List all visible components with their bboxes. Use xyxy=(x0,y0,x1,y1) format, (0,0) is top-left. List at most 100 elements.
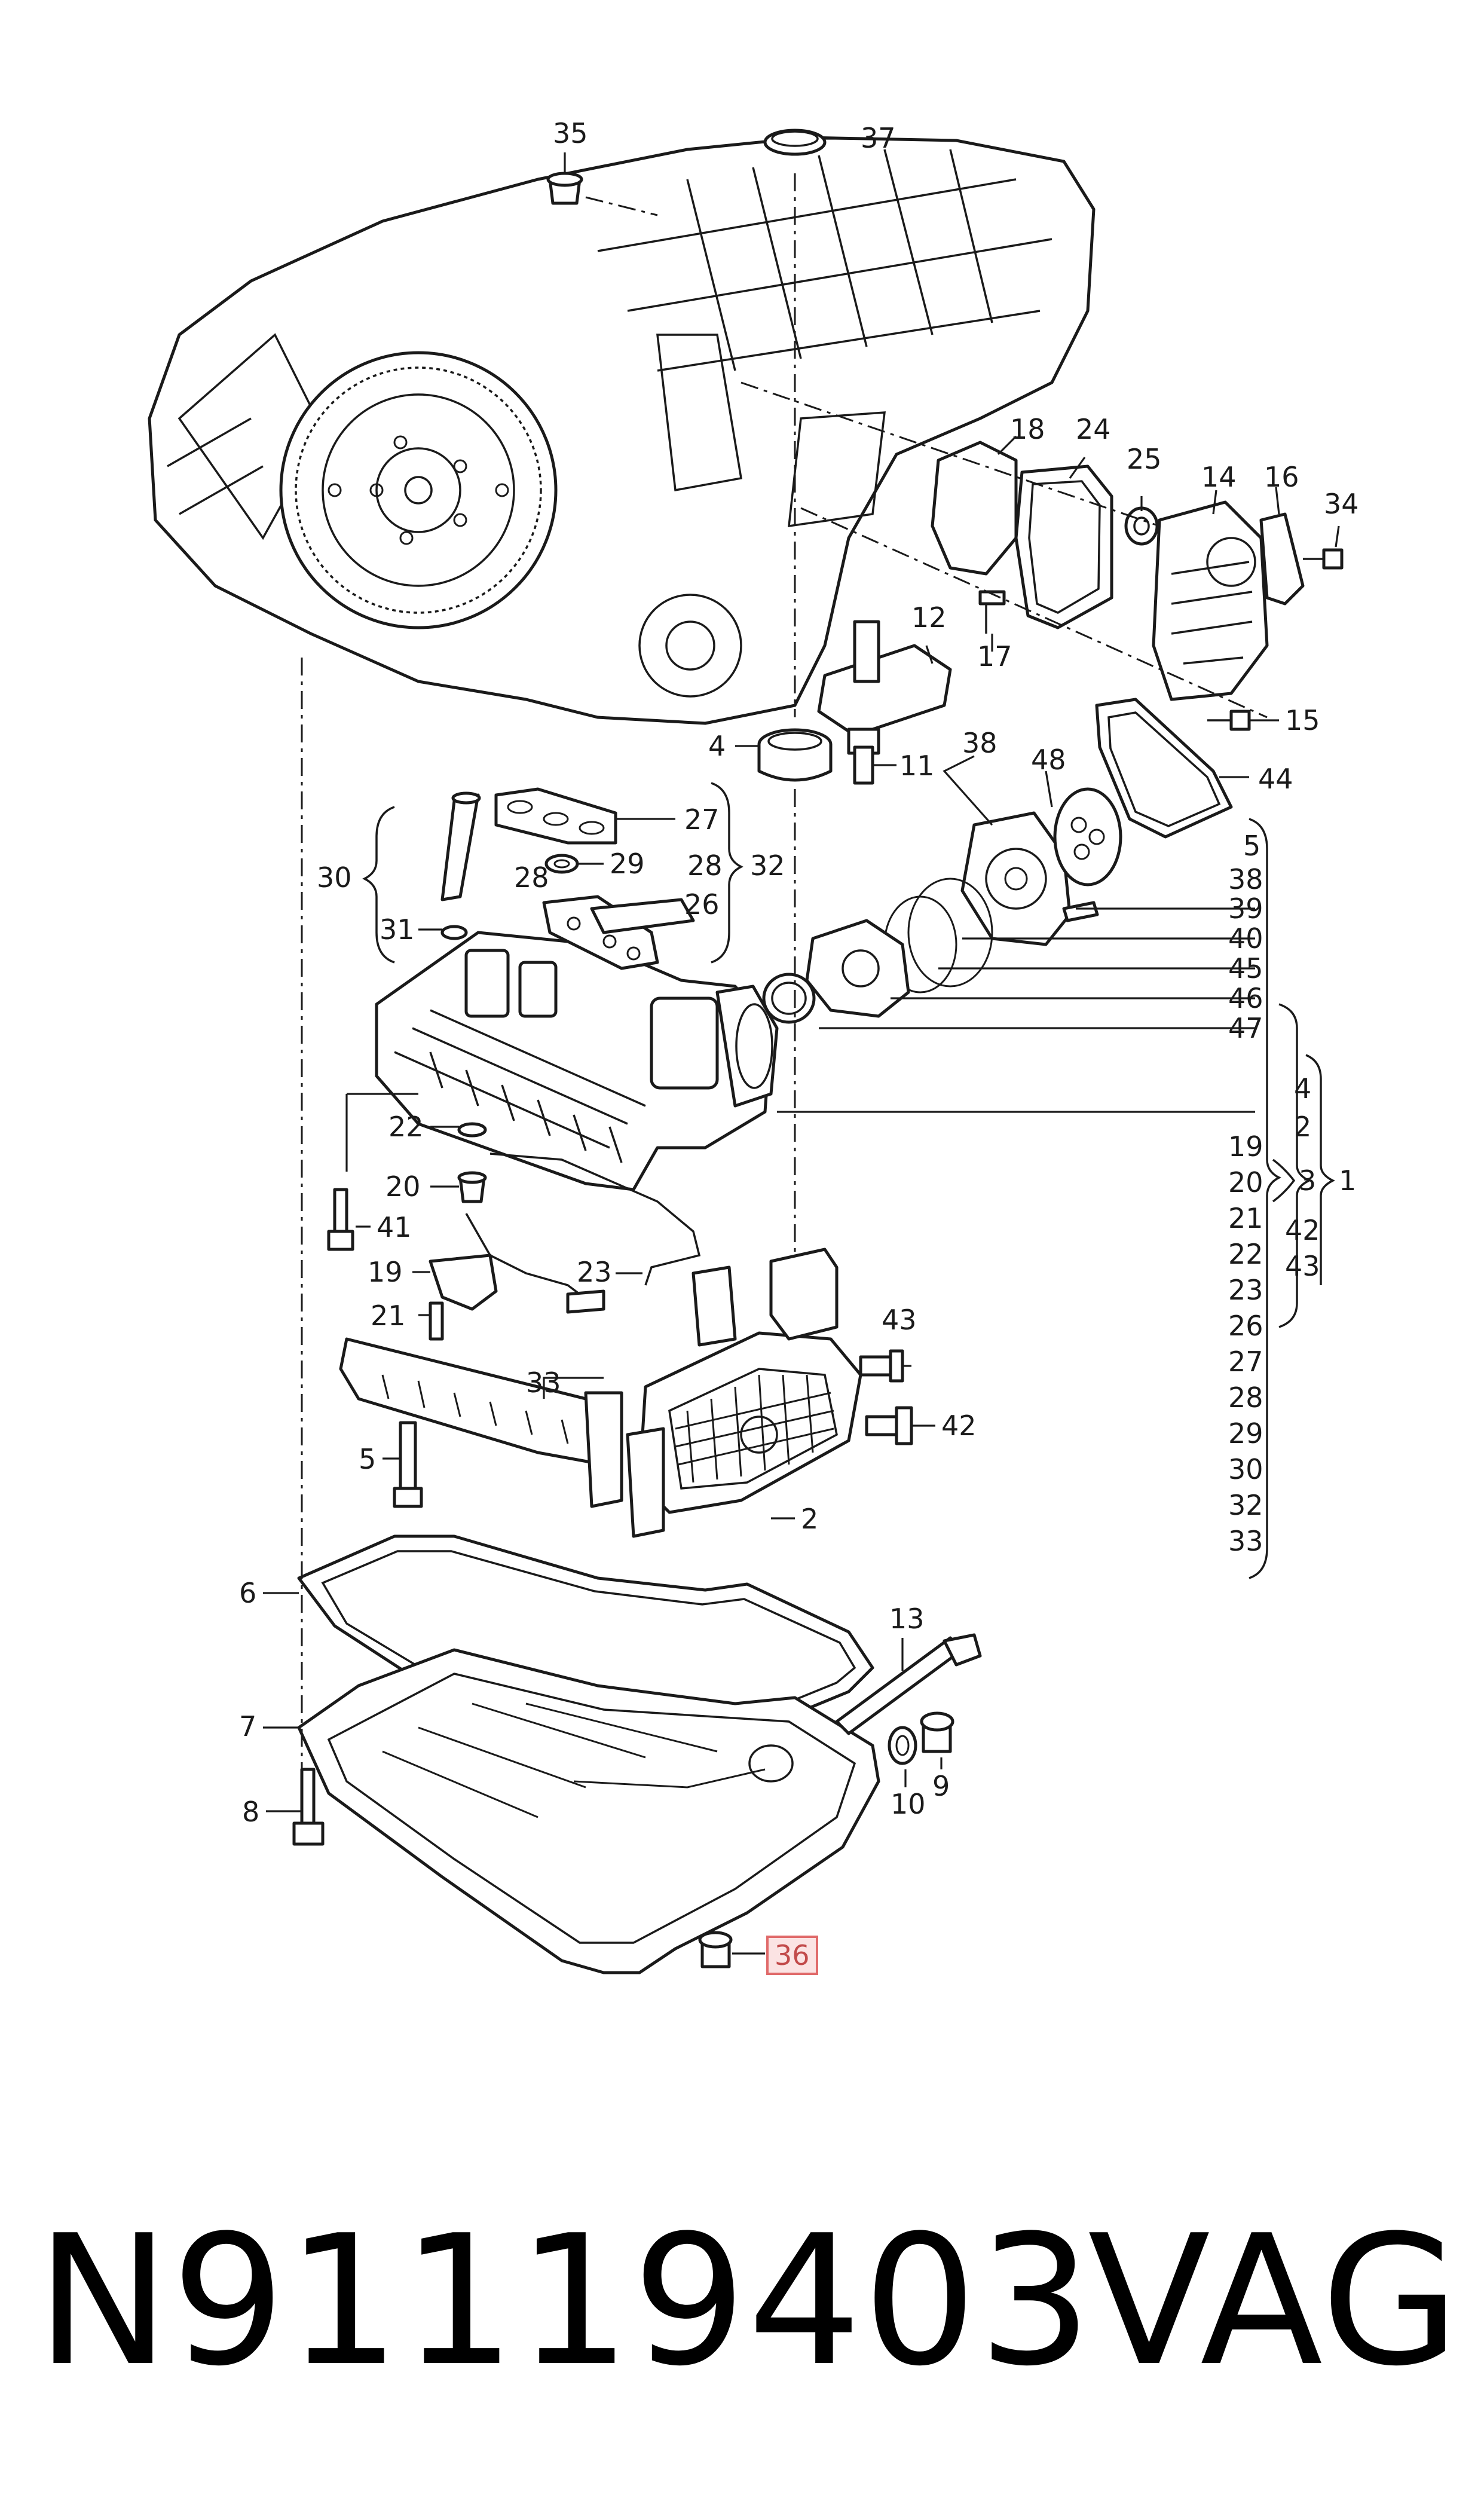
callout-28-right: 28 xyxy=(687,849,723,882)
brace-32 xyxy=(711,782,743,964)
control-unit-2 xyxy=(626,1248,862,1538)
callout-5: 5 xyxy=(359,1443,377,1475)
callout-43: 43 xyxy=(882,1304,917,1336)
callout-27: 27 xyxy=(684,803,720,836)
callout-6: 6 xyxy=(239,1577,257,1609)
callout-23: 23 xyxy=(577,1256,612,1288)
group-list-28: 28 xyxy=(1228,1381,1263,1414)
seal-ring-4 xyxy=(757,728,833,782)
callout-21: 21 xyxy=(371,1300,406,1332)
callout-20: 20 xyxy=(385,1170,421,1203)
brace-3 xyxy=(1278,1003,1311,1328)
leader-lines xyxy=(263,137,1340,1955)
o-ring-31 xyxy=(440,925,468,940)
callout-7: 7 xyxy=(239,1710,257,1742)
callout-44: 44 xyxy=(1258,763,1293,795)
callout-28-left: 28 xyxy=(514,861,549,894)
seal-ring-10 xyxy=(888,1726,917,1765)
callout-4: 4 xyxy=(708,730,726,762)
callout-31: 31 xyxy=(380,913,415,946)
bolt-42 xyxy=(865,1406,913,1445)
group3-item-4: 4 xyxy=(1294,1072,1312,1105)
callout-24: 24 xyxy=(1076,413,1111,445)
seal-ring-37 xyxy=(763,129,827,156)
callout-8: 8 xyxy=(242,1796,260,1828)
callout-13: 13 xyxy=(889,1603,925,1635)
right-col-45: 45 xyxy=(1228,952,1263,985)
right-col-38: 38 xyxy=(1228,863,1263,895)
bolt-11 xyxy=(853,745,874,785)
drain-plug-9 xyxy=(920,1711,954,1753)
valve-body xyxy=(375,931,779,1191)
callout-42: 42 xyxy=(941,1410,977,1442)
transmission-housing xyxy=(148,136,1096,725)
callout-30: 30 xyxy=(317,861,352,894)
callout-10: 10 xyxy=(891,1788,926,1820)
group-list-27: 27 xyxy=(1228,1346,1263,1378)
callout-35: 35 xyxy=(553,117,588,149)
group-list-23: 23 xyxy=(1228,1274,1263,1306)
bolt-5 xyxy=(393,1421,423,1508)
callout-41: 41 xyxy=(377,1211,412,1243)
group3-item-2: 2 xyxy=(1294,1111,1312,1143)
brace-right-column xyxy=(1249,818,1281,1579)
oil-pan-7 xyxy=(297,1648,880,1974)
callout-29: 29 xyxy=(610,848,645,880)
group-list-33: 33 xyxy=(1228,1525,1263,1557)
callout-11: 11 xyxy=(899,750,935,782)
group-list-21: 21 xyxy=(1228,1202,1263,1234)
cover-44 xyxy=(1095,698,1233,839)
drain-plug-36 xyxy=(698,1931,733,1968)
group3-item-42: 42 xyxy=(1285,1214,1320,1246)
seal-29 xyxy=(544,854,579,874)
gasket-28-26 xyxy=(542,895,695,970)
callout-36-highlighted[interactable]: 36 xyxy=(766,1936,818,1975)
sensor-20 xyxy=(457,1171,487,1203)
callout-34: 34 xyxy=(1324,488,1359,520)
callout-14: 14 xyxy=(1201,461,1237,493)
group-list-32: 32 xyxy=(1228,1489,1263,1521)
part-number: N91119403 xyxy=(36,2197,1094,2405)
callout-15: 15 xyxy=(1285,704,1320,736)
callout-22: 22 xyxy=(388,1111,424,1143)
callout-12: 12 xyxy=(911,601,947,634)
callout-17: 17 xyxy=(977,640,1012,672)
right-col-47: 47 xyxy=(1228,1012,1263,1044)
group3-item-43: 43 xyxy=(1285,1250,1320,1282)
gasket-27 xyxy=(494,787,617,845)
group-list-19: 19 xyxy=(1228,1130,1263,1163)
connector-rail-33 xyxy=(339,1337,623,1508)
group-list-20: 20 xyxy=(1228,1166,1263,1199)
callout-19: 19 xyxy=(368,1256,403,1288)
callout-2: 2 xyxy=(801,1503,819,1535)
bolt-41 xyxy=(327,1188,354,1251)
callout-26: 26 xyxy=(684,888,720,921)
callout-32: 32 xyxy=(750,849,785,882)
bracket-19 xyxy=(429,1254,498,1311)
shaft-13 xyxy=(835,1633,982,1735)
group-list-26: 26 xyxy=(1228,1310,1263,1342)
sensor-12 xyxy=(817,620,952,755)
callout-9: 9 xyxy=(932,1770,950,1802)
bolt-8 xyxy=(292,1768,325,1846)
bolt-43 xyxy=(859,1349,904,1383)
callout-25: 25 xyxy=(1127,443,1162,475)
group-3-label: 3 xyxy=(1299,1164,1317,1197)
brace-inner-3 xyxy=(1272,1158,1296,1203)
brace-1 xyxy=(1305,1054,1335,1285)
filter-sleeve-30 xyxy=(440,791,481,901)
group-list-22: 22 xyxy=(1228,1238,1263,1270)
brand-label: VAG xyxy=(1088,2197,1461,2405)
seal-plug-35 xyxy=(546,172,583,205)
callout-38: 38 xyxy=(962,727,998,759)
o-ring-22 xyxy=(457,1122,487,1138)
right-col-5: 5 xyxy=(1243,830,1261,862)
callout-16: 16 xyxy=(1264,461,1299,493)
pump-group xyxy=(762,787,1122,1024)
group-list-30: 30 xyxy=(1228,1453,1263,1485)
callout-33: 33 xyxy=(526,1366,561,1399)
wiring-harness-23 xyxy=(465,1152,701,1314)
right-col-39: 39 xyxy=(1228,892,1263,925)
group-1-label: 1 xyxy=(1339,1164,1357,1197)
right-col-40: 40 xyxy=(1228,922,1263,955)
